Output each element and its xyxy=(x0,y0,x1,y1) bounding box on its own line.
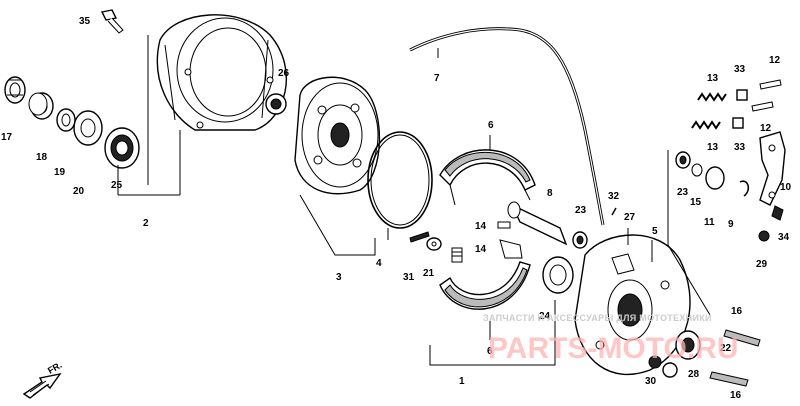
label-18: 18 xyxy=(36,152,48,163)
label-15: 15 xyxy=(690,197,702,208)
part-35-bolt xyxy=(100,9,124,34)
part-15-o-ring xyxy=(691,163,703,177)
part-21-washer xyxy=(426,237,442,251)
label-35: 35 xyxy=(79,16,91,27)
label-33-upper: 33 xyxy=(734,64,746,75)
part-6-brake-shoe-upper xyxy=(439,149,536,206)
label-22: 22 xyxy=(720,343,732,354)
label-25: 25 xyxy=(111,180,123,191)
label-32: 32 xyxy=(608,191,620,202)
part-30-bolt xyxy=(648,355,662,369)
label-31: 31 xyxy=(403,272,415,283)
label-27: 27 xyxy=(624,212,636,223)
part-16-bolt-lower xyxy=(709,371,749,387)
label-5: 5 xyxy=(652,226,658,237)
part-19-washer xyxy=(56,108,76,132)
part-23-seal-small xyxy=(572,231,588,249)
part-7-brake-cable xyxy=(409,28,604,226)
label-24: 24 xyxy=(539,311,551,322)
leader-line-2 xyxy=(117,35,181,196)
label-10: 10 xyxy=(780,182,792,193)
label-8: 8 xyxy=(547,188,553,199)
part-34-bolt xyxy=(771,205,784,221)
label-14-lower: 14 xyxy=(475,244,487,255)
leader-line-right-group xyxy=(667,150,711,316)
label-16-lower: 16 xyxy=(730,390,742,401)
label-17: 17 xyxy=(1,132,13,143)
part-17-nut xyxy=(4,76,26,104)
part-24-seal xyxy=(542,256,574,294)
label-26: 26 xyxy=(278,68,290,79)
watermark-logo: PARTS-MOTO.RU xyxy=(488,332,739,365)
part-11-indicator-plate xyxy=(705,166,725,190)
label-1: 1 xyxy=(459,376,465,387)
part-18-collar xyxy=(28,92,54,120)
label-3: 3 xyxy=(336,272,342,283)
part-10-brake-arm xyxy=(759,131,786,206)
label-29: 29 xyxy=(756,259,768,270)
label-16-upper: 16 xyxy=(731,306,743,317)
label-4: 4 xyxy=(376,258,382,269)
part-8-brake-cam xyxy=(507,201,568,246)
leader-line-3 xyxy=(299,194,376,256)
label-23-right: 23 xyxy=(677,187,689,198)
part-13-spring-upper xyxy=(697,92,727,102)
label-14-upper: 14 xyxy=(475,221,487,232)
label-12-lower: 12 xyxy=(760,123,772,134)
part-14-spring-lower xyxy=(451,247,463,263)
part-33-nut-lower xyxy=(732,117,744,129)
part-32-cable-end xyxy=(611,207,617,216)
label-20: 20 xyxy=(73,186,85,197)
leader-line-1 xyxy=(429,300,556,366)
part-28-nut xyxy=(662,362,678,378)
label-21: 21 xyxy=(423,268,435,279)
part-23-seal-right xyxy=(675,151,691,169)
part-brake-drum-housing xyxy=(156,14,287,131)
part-6-brake-shoe-lower xyxy=(439,239,531,310)
front-direction-arrow-icon xyxy=(22,372,62,399)
part-29-nut xyxy=(758,230,770,242)
part-12-bolt-upper xyxy=(759,79,782,90)
label-19: 19 xyxy=(54,167,66,178)
part-26-seal xyxy=(265,93,287,115)
part-9-spring-clip xyxy=(739,180,750,197)
label-13-lower: 13 xyxy=(707,142,719,153)
label-2: 2 xyxy=(143,218,149,229)
part-5-brake-panel xyxy=(574,234,691,375)
part-12-bolt-lower xyxy=(751,101,774,112)
label-33-lower: 33 xyxy=(734,142,746,153)
part-16-bolt-upper xyxy=(723,329,761,347)
part-13-spring-lower xyxy=(691,120,721,130)
part-20-dust-seal xyxy=(73,110,103,146)
label-11: 11 xyxy=(704,217,715,228)
part-22-bearing-right xyxy=(675,330,701,360)
label-6-upper: 6 xyxy=(488,120,494,131)
part-33-nut-upper xyxy=(736,89,748,101)
label-9: 9 xyxy=(728,219,734,230)
label-6-lower: 6 xyxy=(487,346,493,357)
label-28: 28 xyxy=(688,369,700,380)
label-7: 7 xyxy=(434,73,440,84)
label-30: 30 xyxy=(645,376,657,387)
part-14-spring-upper xyxy=(497,221,511,229)
part-31-pin xyxy=(409,231,430,243)
part-25-bearing xyxy=(104,127,140,169)
label-13-upper: 13 xyxy=(707,73,719,84)
label-12-upper: 12 xyxy=(769,55,781,66)
label-23-center: 23 xyxy=(575,205,587,216)
part-hub xyxy=(294,76,381,195)
label-34: 34 xyxy=(778,232,790,243)
part-4-snap-ring xyxy=(367,131,433,229)
watermark-tagline: ЗАПЧАСТИ И АКСЕССУАРЫ ДЛЯ МОТОТЕХНИКИ xyxy=(483,313,712,323)
